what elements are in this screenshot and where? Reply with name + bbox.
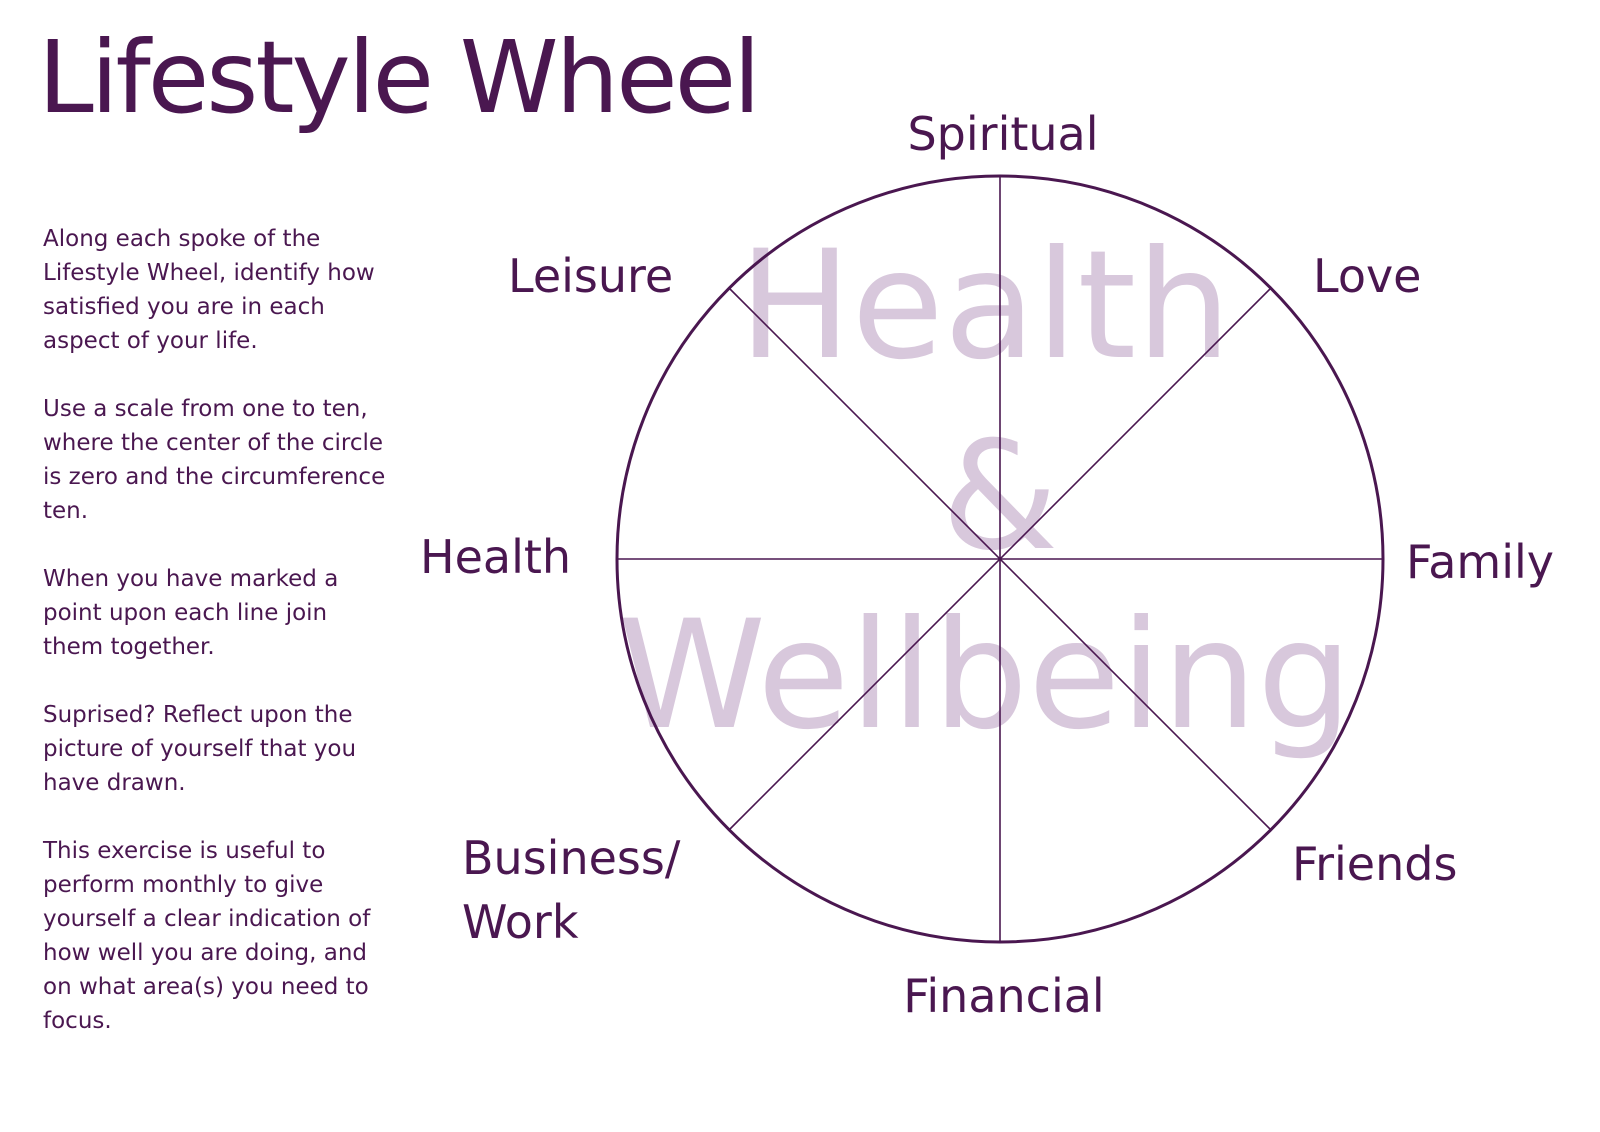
- label-work: Work: [462, 895, 579, 949]
- instruction-paragraph: Along each spoke of the Lifestyle Wheel,…: [43, 226, 375, 354]
- label-financial: Financial: [903, 969, 1104, 1023]
- label-love: Love: [1313, 249, 1422, 303]
- watermark-wellbeing: Wellbeing: [618, 589, 1353, 763]
- instruction-paragraph: When you have marked a point upon each l…: [43, 566, 339, 660]
- label-leisure: Leisure: [508, 249, 673, 303]
- label-business: Business/: [462, 831, 681, 885]
- instruction-paragraph: This exercise is useful to perform month…: [43, 838, 371, 1034]
- label-friends: Friends: [1292, 837, 1457, 891]
- instruction-paragraph: Suprised? Reflect upon the picture of yo…: [43, 702, 357, 796]
- label-spiritual: Spiritual: [907, 107, 1098, 161]
- spoke-love-business[interactable]: [728, 287, 1272, 831]
- page-title: Lifestyle Wheel: [38, 19, 761, 136]
- label-family: Family: [1406, 535, 1554, 589]
- instruction-paragraph: Use a scale from one to ten, where the c…: [43, 396, 386, 524]
- instructions-text: Along each spoke of the Lifestyle Wheel,…: [43, 222, 403, 1072]
- label-health: Health: [420, 530, 571, 584]
- watermark-health: Health: [739, 219, 1232, 393]
